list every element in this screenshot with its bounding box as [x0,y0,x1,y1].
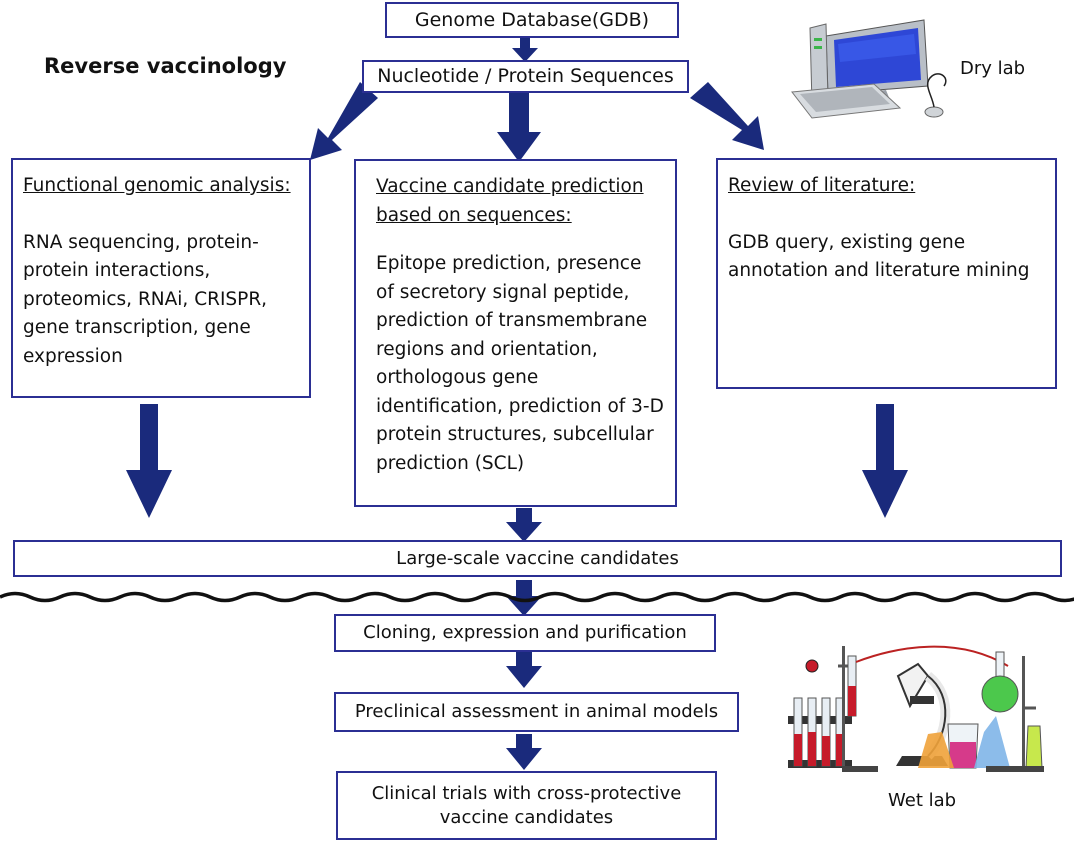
node-cloning: Cloning, expression and purification [334,614,716,652]
arrow-sequences-to-functional [310,82,378,160]
literature-body: GDB query, existing gene annotation and … [728,231,1030,282]
arrow-sequences-to-literature [690,82,764,150]
arrow-literature-to-large-scale [862,404,908,518]
arrow-large-scale-to-cloning [506,580,542,616]
lab-equipment-icon [788,645,1044,772]
prediction-heading: Vaccine candidate prediction based on se… [376,176,644,226]
arrow-prediction-to-large-scale [506,508,542,542]
node-genome-database-label: Genome Database(GDB) [414,8,650,31]
node-functional-analysis: Functional genomic analysis: RNA sequenc… [11,158,311,398]
node-clinical-trials: Clinical trials with cross-protective va… [336,771,717,840]
arrow-sequences-to-prediction [497,90,541,162]
node-sequences-label: Nucleotide / Protein Sequences [377,65,674,87]
clinical-label: Clinical trials with cross-protective va… [371,782,682,828]
node-literature-review: Review of literature: GDB query, existin… [716,158,1057,389]
arrow-functional-to-large-scale [126,404,172,518]
prediction-body: Epitope prediction, presence of secretor… [376,253,664,474]
large-scale-label: Large-scale vaccine candidates [396,547,679,569]
node-large-scale-candidates: Large-scale vaccine candidates [13,540,1062,577]
dry-wet-divider [0,591,1074,603]
functional-body: RNA sequencing, protein-protein interact… [23,231,268,367]
arrow-gdb-to-sequences [512,36,538,62]
cloning-label: Cloning, expression and purification [363,622,687,643]
node-preclinical: Preclinical assessment in animal models [334,692,739,732]
arrow-cloning-to-preclinical [506,652,542,688]
diagram-title: Reverse vaccinology [44,54,287,78]
arrow-preclinical-to-clinical [506,734,542,770]
node-genome-database: Genome Database(GDB) [385,2,679,38]
node-sequences: Nucleotide / Protein Sequences [362,60,689,93]
preclinical-label: Preclinical assessment in animal models [354,701,719,722]
dry-lab-label: Dry lab [960,58,1026,79]
literature-heading: Review of literature: [728,175,916,196]
node-candidate-prediction: Vaccine candidate prediction based on se… [354,159,677,507]
computer-icon [791,19,947,119]
wet-lab-label: Wet lab [888,790,957,811]
functional-heading: Functional genomic analysis: [23,175,291,196]
